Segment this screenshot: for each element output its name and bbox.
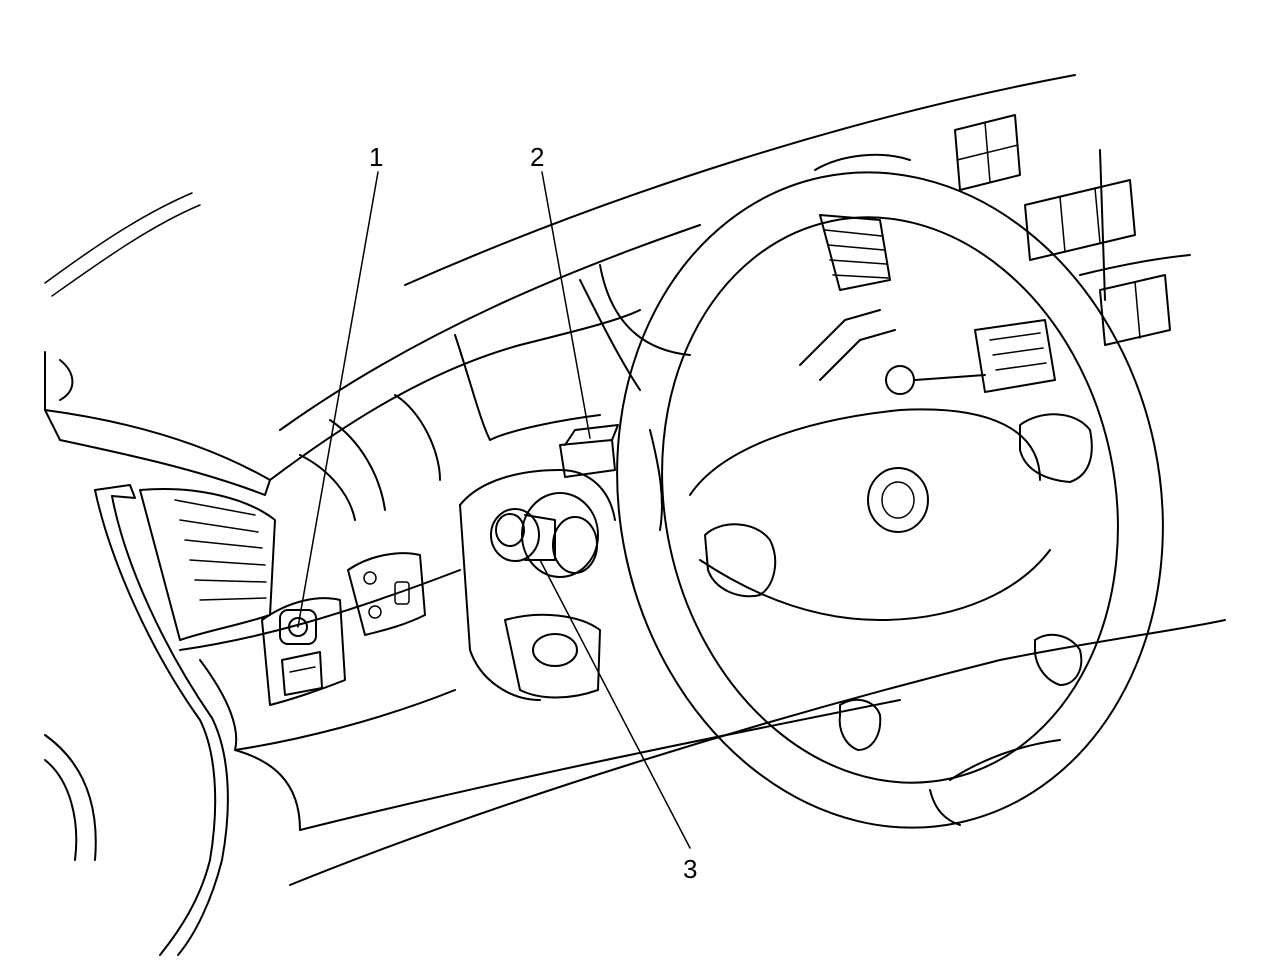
lower-left-dash-panel xyxy=(179,569,1226,886)
callout-2: 2 xyxy=(530,142,544,172)
leader-line-3 xyxy=(539,559,691,849)
left-air-vent xyxy=(139,488,276,641)
leader-lines xyxy=(297,171,691,849)
leader-line-2 xyxy=(541,171,591,439)
instrument-hood xyxy=(44,264,691,521)
callout-1: 1 xyxy=(369,142,383,172)
left-door-panel xyxy=(44,484,229,956)
stalk-switch-block xyxy=(559,424,619,478)
ignition-switch-area xyxy=(459,469,616,701)
radio-control-panel xyxy=(885,114,1191,395)
windshield-trim xyxy=(44,74,1076,431)
callout-3: 3 xyxy=(683,854,697,884)
steering-wheel xyxy=(616,171,1164,829)
center-vent xyxy=(814,153,911,291)
leader-line-1 xyxy=(297,171,379,628)
mirror-switch-module xyxy=(261,552,426,706)
